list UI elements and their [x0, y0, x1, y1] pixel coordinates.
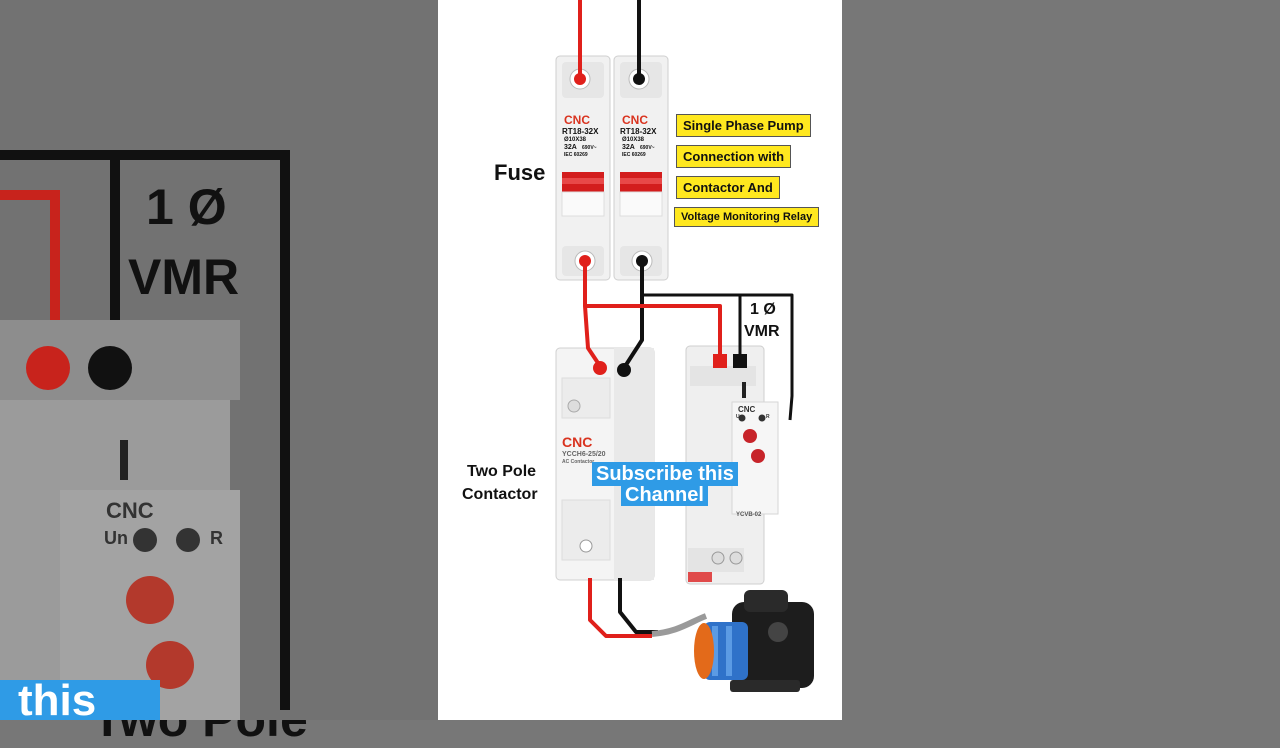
- wiring-diagram: [555, 0, 814, 692]
- water-pump-icon: [694, 590, 814, 692]
- relay-control-wire: [740, 293, 794, 421]
- relay-un: Un: [736, 414, 743, 420]
- fuse-right-bottom-terminal: [636, 255, 648, 267]
- neutral-wire-to-pump: [618, 578, 658, 634]
- fuse-left-top-terminal: [574, 73, 586, 85]
- diagram-panel: CNC RT18-32X Ø10X38 32A 690V~ IEC 60269 …: [438, 0, 842, 720]
- relay-model: YCVB-02: [736, 512, 762, 518]
- background-vmr-line1: 1 Ø: [146, 179, 227, 235]
- contactor-brand: CNC: [562, 434, 593, 450]
- neutral-wire-fuse-to-contactor: [622, 261, 644, 370]
- relay-r: R: [766, 414, 770, 420]
- live-wire-to-relay: [585, 304, 722, 360]
- fuse-left: [555, 55, 611, 281]
- title-box-3: Contactor And: [676, 176, 780, 199]
- contactor-model: YCCH6-25/20: [562, 451, 606, 458]
- contactor-type: AC Contactor: [562, 459, 595, 465]
- background-vmr-line2: VMR: [128, 249, 240, 305]
- fuse-right-rating: 32A: [622, 144, 635, 151]
- background-subscribe-echo: [0, 680, 160, 720]
- live-wire-to-pump: [588, 578, 652, 638]
- fuse-left-model: RT18-32X: [562, 127, 599, 136]
- relay-neutral-terminal: [733, 354, 747, 368]
- fuse-left-standard: IEC 60269: [564, 152, 588, 158]
- contactor-neutral-terminal: [617, 363, 631, 377]
- fuse-right-size: Ø10X38: [622, 137, 645, 143]
- subscribe-overlay-line1: Subscribe this: [592, 462, 738, 486]
- fuse-right-voltage: 690V~: [640, 145, 655, 151]
- contactor-label-line2: Contactor: [462, 486, 538, 503]
- fuse-left-voltage: 690V~: [582, 145, 597, 151]
- fuse-left-rating: 32A: [564, 144, 577, 151]
- title-box-2: Connection with: [676, 145, 792, 168]
- fuse-right-model: RT18-32X: [620, 127, 657, 136]
- background-right-art: [0, 0, 438, 720]
- pump-cable: [651, 613, 708, 637]
- fuse-left-size: Ø10X38: [564, 137, 587, 143]
- fuse-left-brand: CNC: [564, 113, 590, 127]
- background-this-text: this: [18, 676, 97, 725]
- fuse-label: Fuse: [494, 160, 546, 185]
- fuse-right-brand: CNC: [622, 113, 648, 127]
- fuse-right: [613, 55, 669, 281]
- background-relay-brand: CNC: [106, 498, 154, 523]
- contactor-live-terminal: [593, 361, 607, 375]
- contactor-label-line1: Two Pole: [467, 463, 537, 480]
- wires: [578, 0, 794, 638]
- fuse-right-standard: IEC 60269: [622, 152, 646, 158]
- live-wire-fuse-to-contactor: [583, 261, 602, 368]
- vmr-label-line2: VMR: [744, 323, 780, 340]
- relay-live-terminal: [713, 354, 727, 368]
- relay-brand: CNC: [738, 405, 756, 414]
- fuse-right-top-terminal: [633, 73, 645, 85]
- fuse-left-bottom-terminal: [579, 255, 591, 267]
- vmr-label-line1: 1 Ø: [750, 301, 776, 318]
- background-relay-un: Un: [104, 528, 128, 548]
- title-box-1: Single Phase Pump: [676, 114, 811, 137]
- background-relay-r: R: [210, 528, 223, 548]
- title-box-4: Voltage Monitoring Relay: [674, 207, 820, 227]
- subscribe-overlay-line2: Channel: [621, 484, 708, 506]
